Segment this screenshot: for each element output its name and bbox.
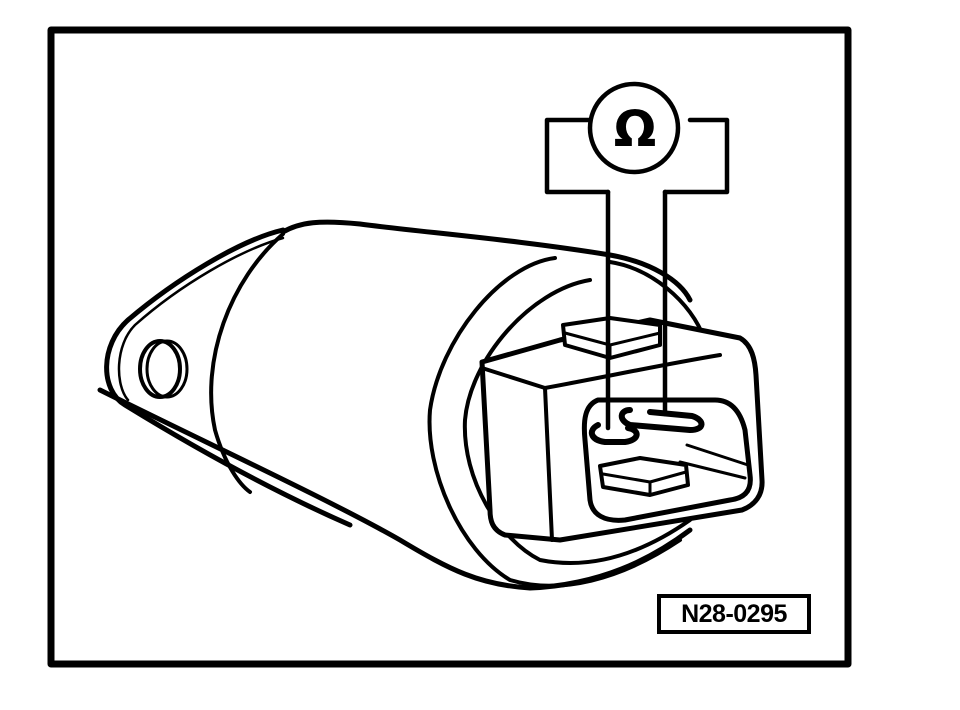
connector-pin-1 bbox=[588, 422, 640, 445]
mounting-flange bbox=[104, 227, 353, 528]
ohmmeter-body bbox=[544, 117, 730, 195]
body-end-arc bbox=[209, 232, 285, 494]
body-top-edge bbox=[280, 219, 693, 303]
key-tab-bottom bbox=[598, 456, 690, 497]
connector-pin-2 bbox=[618, 407, 705, 433]
collar-ring-outer bbox=[427, 256, 682, 588]
mounting-hole bbox=[138, 339, 182, 399]
figure-frame bbox=[47, 26, 852, 668]
reference-code-label: N28-0295 bbox=[657, 594, 811, 634]
ohmmeter-dial bbox=[587, 81, 681, 175]
reference-code: N28-0295 bbox=[681, 599, 787, 628]
ohm-icon: Ω bbox=[613, 100, 657, 158]
collar-ring-inner bbox=[462, 278, 692, 565]
